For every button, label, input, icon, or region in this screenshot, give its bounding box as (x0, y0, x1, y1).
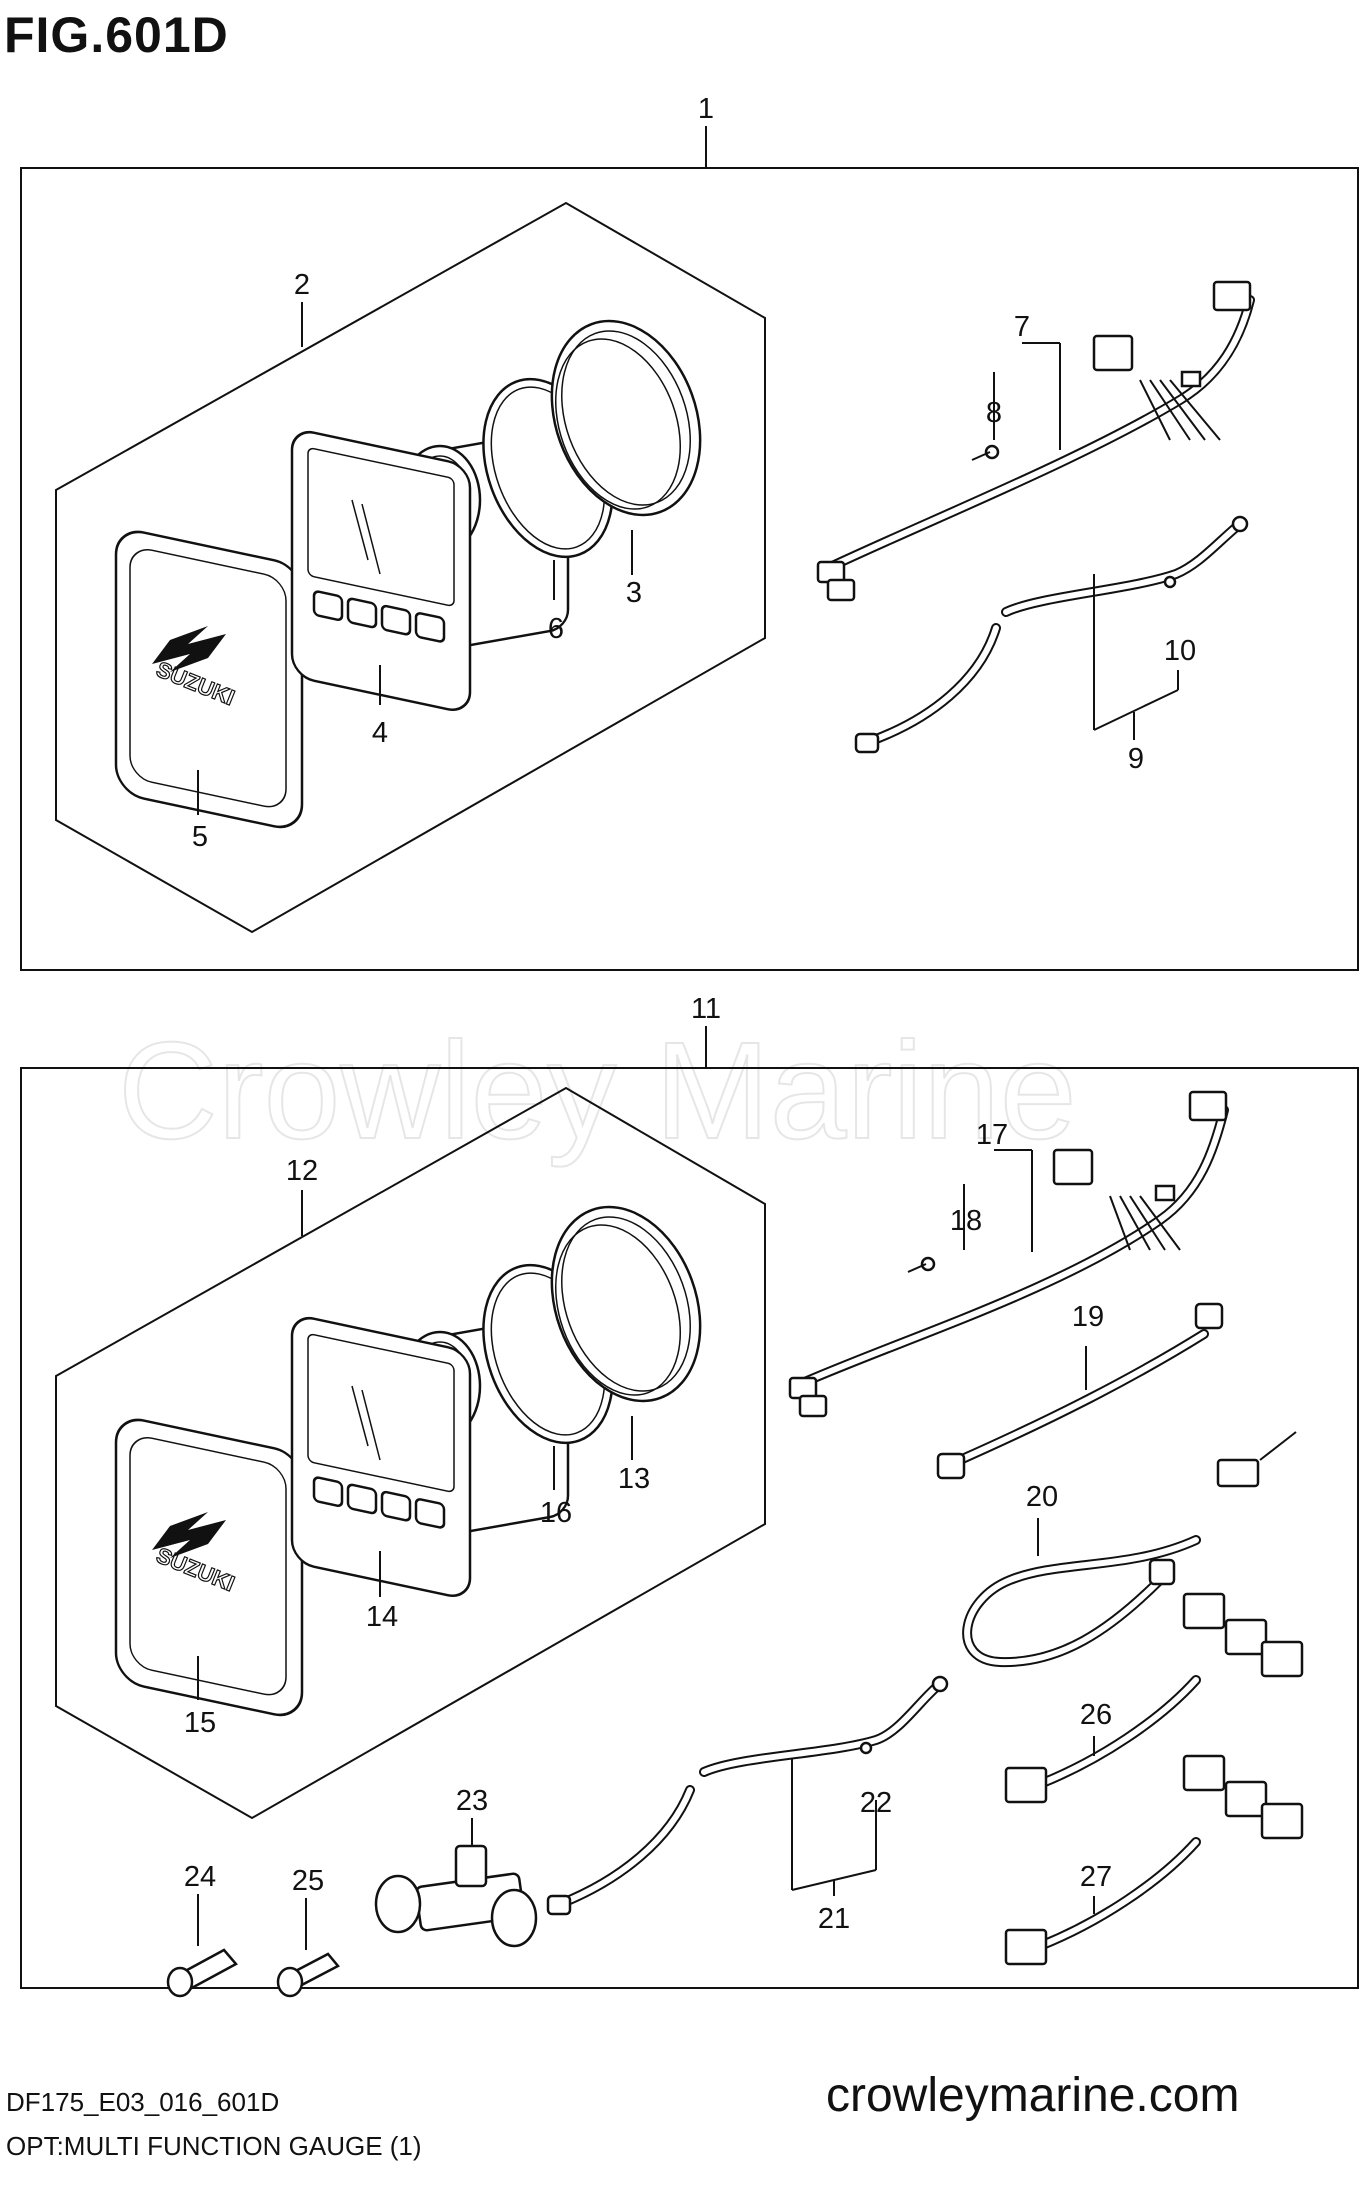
label-part-20[interactable]: 20 (1026, 1481, 1058, 1513)
extension-harness-27[interactable] (1004, 1754, 1304, 1966)
gauge-nut-13[interactable] (526, 1186, 726, 1422)
clip-10[interactable] (1163, 575, 1177, 589)
wiring-harness-21[interactable] (546, 1675, 949, 1916)
label-part-3[interactable]: 3 (626, 577, 642, 609)
terminator-24[interactable] (166, 1948, 238, 1998)
kit-11-frame (20, 1067, 1359, 1989)
label-part-15[interactable]: 15 (184, 1707, 216, 1739)
label-part-25[interactable]: 25 (292, 1865, 324, 1897)
label-part-9[interactable]: 9 (1128, 743, 1144, 775)
wiring-harness-17[interactable] (788, 1090, 1229, 1418)
label-part-23[interactable]: 23 (456, 1785, 488, 1817)
wiring-harness-9[interactable] (854, 515, 1249, 754)
label-part-4[interactable]: 4 (372, 717, 388, 749)
gauge-cover-15[interactable]: SUZUKI (114, 1415, 304, 1721)
diagram-description: OPT:MULTI FUNCTION GAUGE (1) (6, 2131, 422, 2161)
wiring-harness-7[interactable] (816, 280, 1255, 602)
section-kit-11: SUZUKI (20, 1026, 1359, 1998)
label-part-8[interactable]: 8 (986, 397, 1002, 429)
label-part-22[interactable]: 22 (860, 1787, 892, 1819)
extension-harness-26[interactable] (1004, 1592, 1304, 1804)
label-part-16[interactable]: 16 (540, 1497, 572, 1529)
label-part-26[interactable]: 26 (1080, 1699, 1112, 1731)
screw-8[interactable] (984, 444, 1000, 460)
label-part-19[interactable]: 19 (1072, 1301, 1104, 1333)
t-connector-23[interactable] (374, 1844, 538, 1948)
cable-19[interactable] (936, 1302, 1224, 1480)
label-part-7[interactable]: 7 (1014, 311, 1030, 343)
clip-22[interactable] (859, 1741, 873, 1755)
kit-1-box (55, 201, 766, 934)
label-part-27[interactable]: 27 (1080, 1861, 1112, 1893)
cable-20[interactable] (962, 1431, 1297, 1668)
label-part-13[interactable]: 13 (618, 1463, 650, 1495)
section-kit-1: SUZUKI (20, 126, 1359, 971)
website-link[interactable]: crowleymarine.com (826, 2069, 1240, 2122)
label-part-18[interactable]: 18 (950, 1205, 982, 1237)
gauge-cover[interactable]: SUZUKI (114, 527, 304, 833)
suzuki-logo-icon (152, 626, 226, 672)
label-part-1[interactable]: 1 (698, 93, 714, 125)
gauge-unit-14[interactable] (290, 1314, 570, 1600)
label-part-24[interactable]: 24 (184, 1861, 216, 1893)
label-part-21[interactable]: 21 (818, 1903, 850, 1935)
label-part-12[interactable]: 12 (286, 1155, 318, 1187)
watermark: Crowley Marine (118, 1014, 1077, 1168)
label-part-14[interactable]: 14 (366, 1601, 398, 1633)
label-part-10[interactable]: 10 (1164, 635, 1196, 667)
gauge-nut[interactable] (526, 300, 726, 536)
figure-title: FIG.601D (4, 7, 229, 63)
part-labels: 1 2 3 4 5 6 7 8 9 10 11 12 13 14 15 16 1… (184, 93, 1196, 1935)
label-part-2[interactable]: 2 (294, 269, 310, 301)
label-part-17[interactable]: 17 (976, 1119, 1008, 1151)
terminator-25[interactable] (276, 1952, 340, 1998)
diagram-code: DF175_E03_016_601D (6, 2087, 280, 2117)
kit-11-box (55, 1086, 766, 1820)
label-part-5[interactable]: 5 (192, 821, 208, 853)
label-part-11[interactable]: 11 (691, 993, 721, 1025)
suzuki-logo-icon-2 (152, 1512, 226, 1558)
kit-1-frame (20, 167, 1359, 971)
screw-18[interactable] (920, 1256, 936, 1272)
label-part-6[interactable]: 6 (548, 613, 564, 645)
